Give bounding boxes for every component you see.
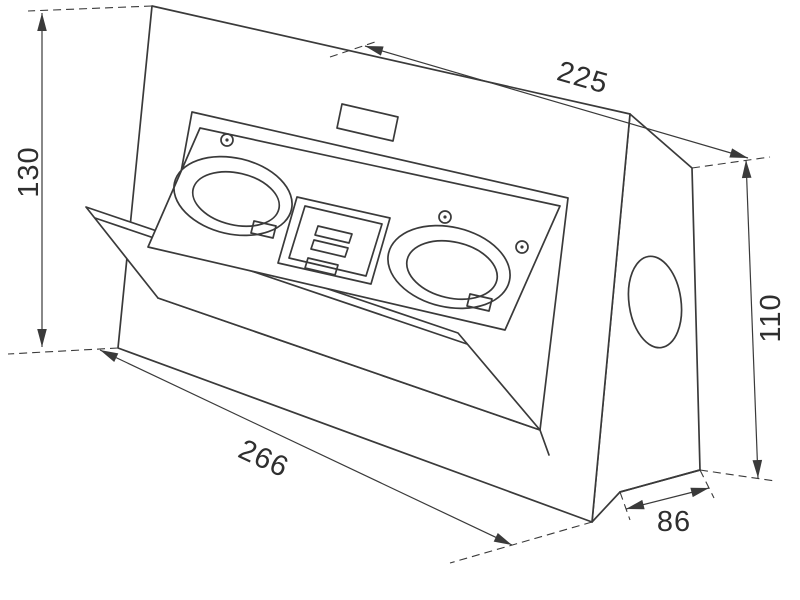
cable-hole [627, 255, 683, 349]
screw-icon [515, 240, 529, 254]
extension-line-top-mid [329, 40, 379, 58]
socket-left-recess [191, 170, 281, 228]
usb-port-top [314, 225, 353, 244]
extension-line-bottom-left [7, 347, 119, 355]
usb-port-bottom [310, 239, 349, 258]
socket-right [387, 224, 511, 312]
usb-module [277, 196, 391, 285]
screw-dot [443, 215, 447, 219]
screw-icon [438, 210, 452, 224]
socket-left-latch-tab [250, 220, 277, 239]
screw-dot [520, 245, 524, 249]
extension-line-depth-front [619, 491, 631, 521]
dimension-label-bottom-width: 266 [234, 434, 294, 485]
dimension-label-left-height: 130 [13, 146, 45, 197]
extension-line-bottom-right [699, 469, 776, 482]
socket-right-latch-tab [466, 293, 493, 312]
socket-left-outer-ring [173, 155, 293, 237]
extension-line-bottom [449, 521, 593, 564]
dimension-label-side-depth: 86 [657, 506, 691, 538]
lid-corner-edge [539, 429, 550, 456]
dimension-line-bottom-width [99, 349, 513, 546]
dimension-line-top-width [364, 45, 749, 159]
dimension-label-right-height: 110 [755, 293, 787, 342]
dimension-line-side-depth [625, 487, 710, 510]
socket-right-recess [405, 239, 499, 301]
extension-line-top-left [27, 5, 153, 12]
dimension-line-right-height [741, 159, 763, 479]
dimension-label-top-width: 225 [554, 55, 612, 100]
extension-line-depth-back [699, 469, 715, 499]
panel-screws [220, 133, 529, 254]
usb-module-inner [288, 205, 383, 277]
screw-icon [220, 133, 234, 147]
socket-right-outer-ring [387, 224, 511, 310]
screw-dot [225, 138, 229, 142]
socket-left [173, 155, 293, 239]
extension-line-top-right [691, 156, 771, 169]
usb-module-switch [304, 257, 339, 276]
